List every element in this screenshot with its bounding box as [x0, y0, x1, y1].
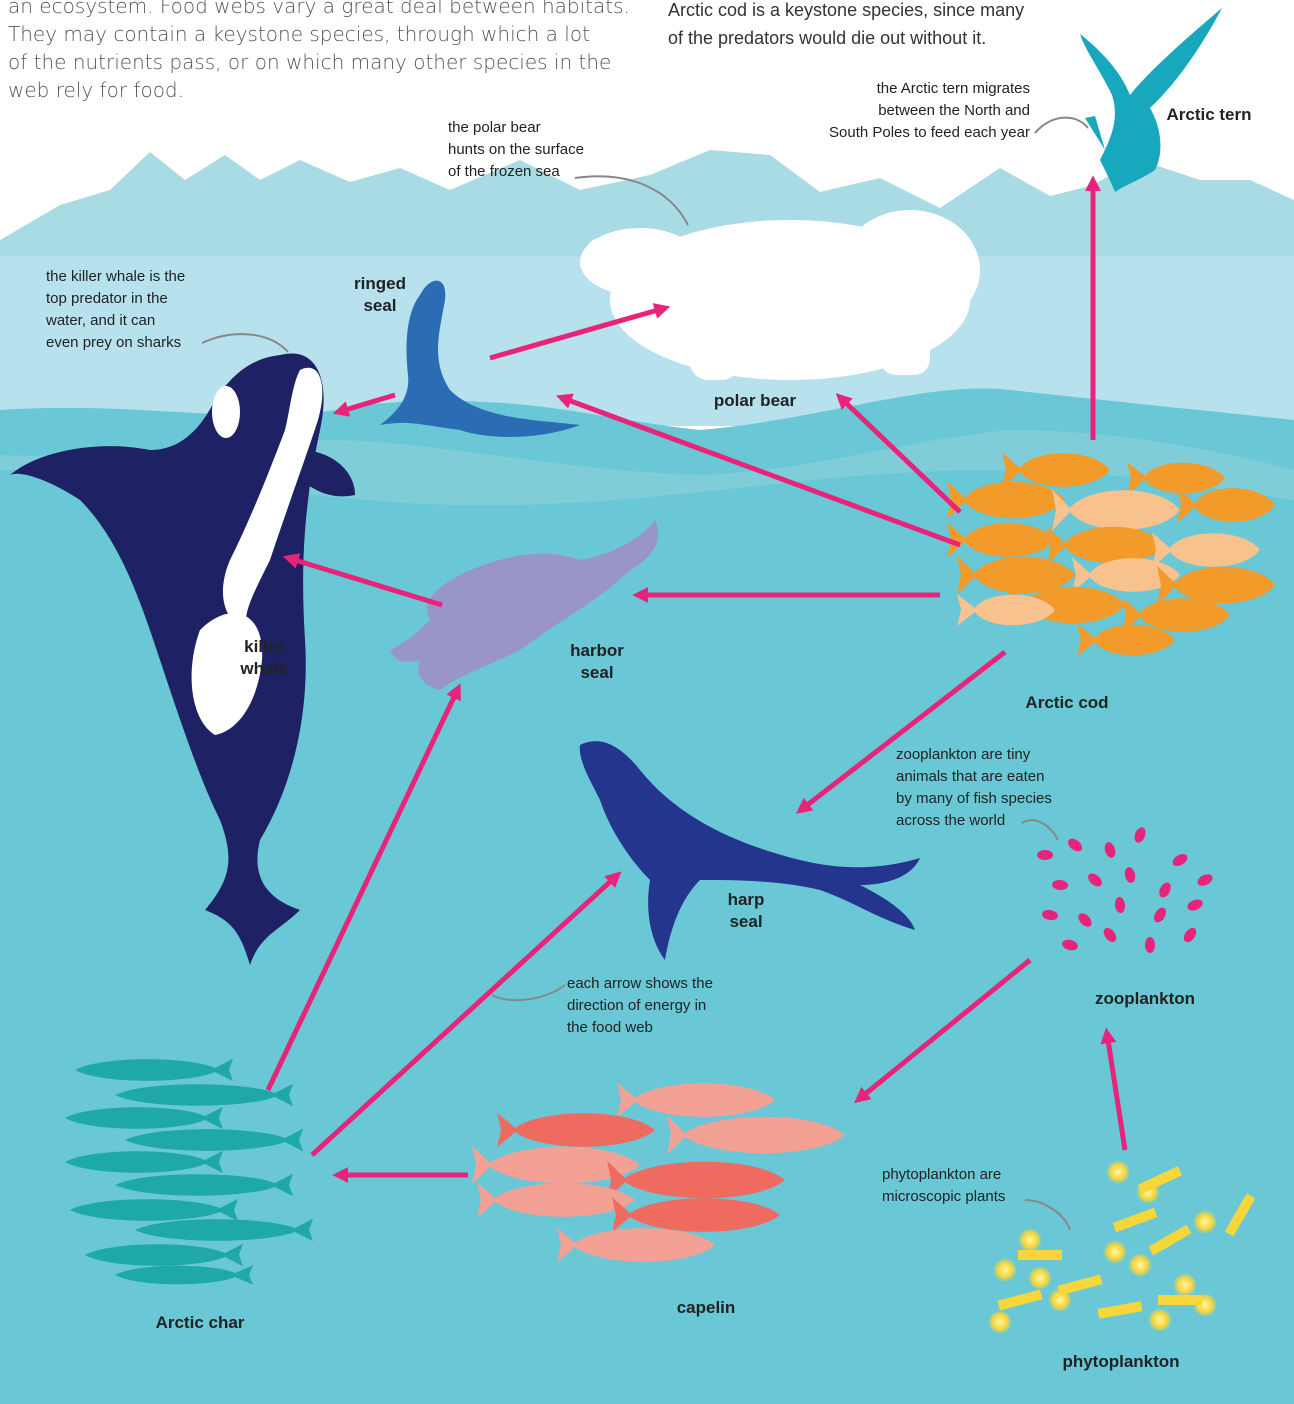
- label-harp-seal: harp seal: [728, 889, 765, 933]
- label-ringed-seal: ringed seal: [354, 273, 406, 317]
- note-line: by many of fish species: [896, 788, 1052, 810]
- phytoplankton-cell: [1103, 1240, 1127, 1264]
- label-arctic-cod: Arctic cod: [1025, 692, 1108, 714]
- label-polar-bear: polar bear: [714, 390, 796, 412]
- intro-line: They may contain a keystone species, thr…: [8, 20, 608, 48]
- note-line: top predator in the: [46, 288, 185, 310]
- phytoplankton-cell: [1173, 1273, 1197, 1297]
- note-line: of the frozen sea: [448, 161, 584, 183]
- note-line: the polar bear: [448, 117, 584, 139]
- intro-line: web rely for food.: [8, 76, 608, 104]
- note-line: animals that are eaten: [896, 766, 1052, 788]
- zooplankton-organism: [1037, 850, 1053, 860]
- label-line: seal: [363, 296, 396, 315]
- phytoplankton-cell: [1028, 1266, 1052, 1290]
- pointer-tern: [1035, 118, 1088, 133]
- label-arctic-tern: Arctic tern: [1166, 104, 1251, 126]
- label-line: harp: [728, 890, 765, 909]
- phytoplankton-cell: [988, 1310, 1012, 1334]
- phytoplankton-cell: [1128, 1253, 1152, 1277]
- arctic-tern-illustration: [1080, 8, 1222, 192]
- note-killer-whale: the killer whale is the top predator in …: [46, 266, 185, 354]
- note-line: microscopic plants: [882, 1186, 1005, 1208]
- label-line: whale: [240, 659, 287, 678]
- keystone-line: Arctic cod is a keystone species, since …: [668, 0, 1088, 24]
- note-arctic-tern: the Arctic tern migrates between the Nor…: [800, 78, 1030, 144]
- label-line: seal: [729, 912, 762, 931]
- note-line: the killer whale is the: [46, 266, 185, 288]
- note-line: water, and it can: [46, 310, 185, 332]
- phytoplankton-cell: [1148, 1308, 1172, 1332]
- phytoplankton-cell: [1193, 1210, 1217, 1234]
- note-line: the food web: [567, 1017, 713, 1039]
- keystone-line: of the predators would die out without i…: [668, 24, 1088, 52]
- note-line: zooplankton are tiny: [896, 744, 1052, 766]
- label-zooplankton: zooplankton: [1095, 988, 1195, 1010]
- note-line: phytoplankton are: [882, 1164, 1005, 1186]
- note-line: across the world: [896, 810, 1052, 832]
- intro-line: an ecosystem. Food webs vary a great dea…: [8, 0, 608, 20]
- label-harbor-seal: harbor seal: [570, 640, 624, 684]
- note-line: each arrow shows the: [567, 973, 713, 995]
- note-line: hunts on the surface: [448, 139, 584, 161]
- note-arrow-direction: each arrow shows the direction of energy…: [567, 973, 713, 1039]
- label-killer-whale: killer whale: [240, 636, 287, 680]
- phytoplankton-cell: [993, 1258, 1017, 1282]
- intro-line: of the nutrients pass, or on which many …: [8, 48, 608, 76]
- note-zooplankton: zooplankton are tiny animals that are ea…: [896, 744, 1052, 832]
- phytoplankton-cell: [1018, 1228, 1042, 1252]
- note-phytoplankton: phytoplankton are microscopic plants: [882, 1164, 1005, 1208]
- phytoplankton-diatom: [1158, 1295, 1202, 1305]
- label-line: seal: [580, 663, 613, 682]
- phytoplankton-cell: [1106, 1160, 1130, 1184]
- label-phytoplankton: phytoplankton: [1062, 1351, 1179, 1373]
- phytoplankton-diatom: [1018, 1250, 1062, 1260]
- note-line: between the North and: [800, 100, 1030, 122]
- label-line: killer: [244, 637, 284, 656]
- note-polar-bear: the polar bear hunts on the surface of t…: [448, 117, 584, 183]
- intro-paragraph: an ecosystem. Food webs vary a great dea…: [8, 0, 608, 104]
- note-line: the Arctic tern migrates: [800, 78, 1030, 100]
- label-line: harbor: [570, 641, 624, 660]
- keystone-statement: Arctic cod is a keystone species, since …: [668, 0, 1088, 52]
- label-line: ringed: [354, 274, 406, 293]
- label-arctic-char: Arctic char: [156, 1312, 245, 1334]
- note-line: South Poles to feed each year: [800, 122, 1030, 144]
- label-capelin: capelin: [677, 1297, 736, 1319]
- note-line: even prey on sharks: [46, 332, 185, 354]
- note-line: direction of energy in: [567, 995, 713, 1017]
